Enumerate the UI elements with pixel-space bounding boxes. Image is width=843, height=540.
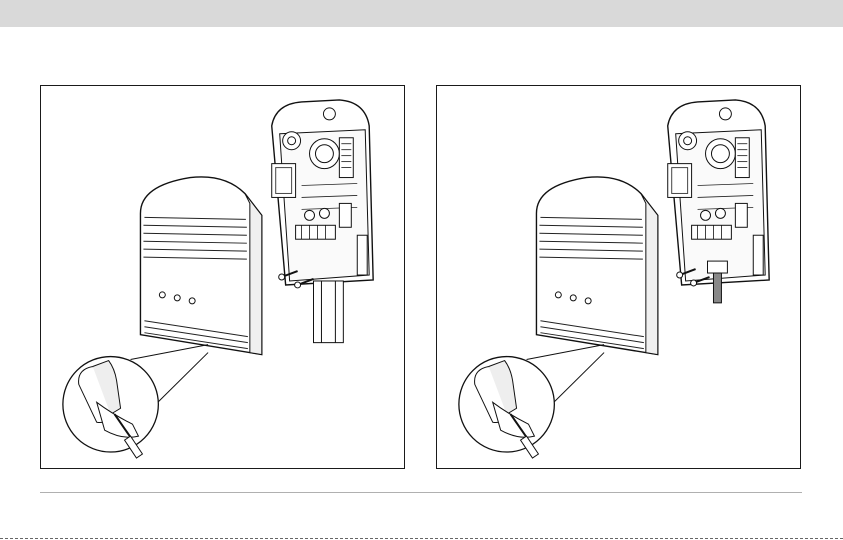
open-housing-illustration — [668, 100, 769, 285]
header-band — [0, 0, 843, 27]
figure-left-illustration — [41, 86, 404, 468]
screwdriver-inset-illustration — [459, 345, 604, 458]
installation-figure-cable-conduit — [40, 85, 405, 469]
page-cut-line — [0, 538, 843, 539]
screwdriver-inset-illustration — [63, 345, 208, 458]
installation-figure-cable-gland — [436, 85, 801, 469]
front-cover-illustration — [536, 177, 657, 355]
open-housing-illustration — [272, 100, 373, 285]
footer-rule — [40, 492, 802, 493]
front-cover-illustration — [140, 177, 261, 355]
figure-right-illustration — [437, 86, 800, 468]
cable-conduit-illustration — [313, 281, 343, 343]
